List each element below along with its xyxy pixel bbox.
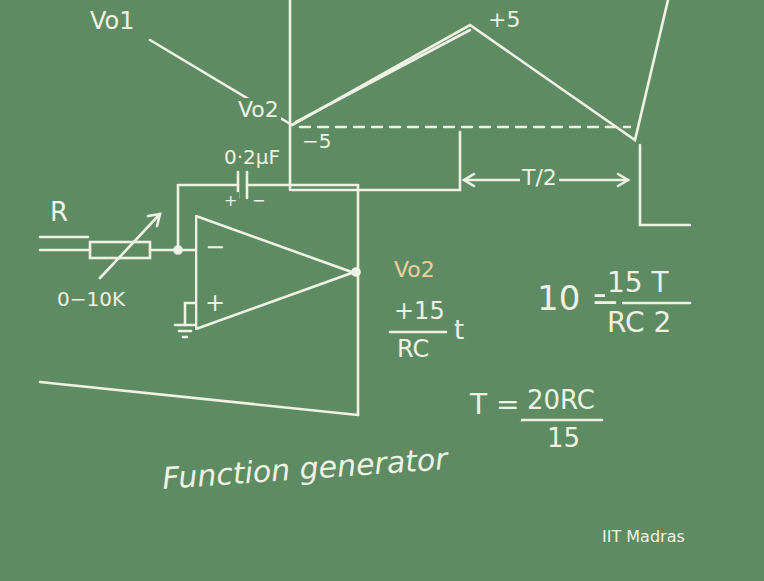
bottom-wire: [40, 382, 358, 415]
op-amp: −+: [195, 215, 355, 330]
ground-symbol: [183, 336, 187, 339]
input-wire: [40, 236, 88, 239]
equation-term: 15 T: [605, 268, 671, 299]
resistor-name: R: [48, 198, 70, 227]
equation-term: RC: [395, 336, 431, 362]
variable-arrow: [100, 214, 160, 278]
voltage-level: +5: [486, 8, 522, 32]
vo1-ramp: [150, 40, 292, 125]
ground-symbol: [179, 330, 191, 333]
period-label: T/2: [520, 166, 559, 190]
resistance-range: 0−10K: [55, 288, 127, 310]
ground-symbol: [175, 324, 195, 327]
fraction-bar: [390, 331, 446, 334]
equation-term: T =: [468, 390, 521, 421]
signal-name: Vo2: [392, 258, 437, 282]
polarity-mark: −: [250, 192, 267, 210]
voltage-level: −5: [300, 130, 333, 152]
triangle-wave-stroke: [296, 30, 470, 122]
equation-term: t: [452, 316, 466, 345]
watermark: IIT Madras: [600, 528, 687, 546]
input-wire: [150, 249, 195, 252]
feedback-wire: [247, 185, 358, 415]
arrow-head: [618, 174, 628, 186]
arrow-head: [464, 174, 474, 186]
polarity-mark: +: [222, 192, 239, 210]
junction-dot: [175, 247, 182, 254]
signal-name: Vo1: [88, 8, 137, 34]
arrow-head: [148, 214, 160, 226]
dashed-level: [300, 126, 630, 129]
input-wire: [40, 249, 90, 252]
circuit-title: Function generator: [159, 442, 450, 495]
op-amp-outline: [196, 216, 353, 329]
input-sign: −: [205, 235, 225, 259]
equation-term: +15: [392, 298, 447, 324]
equation-term: RC 2: [605, 308, 673, 339]
input-sign: +: [205, 291, 225, 315]
square-wave: [640, 145, 690, 225]
capacitance-value: 0·2μF: [222, 146, 282, 168]
equation-term: 15: [545, 424, 582, 453]
ground-wire: [185, 303, 195, 325]
signal-name: Vo2: [236, 98, 281, 122]
fraction-bar: [520, 419, 602, 422]
triangle-wave: [292, 0, 668, 140]
equation-term: 20RC: [525, 386, 597, 415]
axis-line: [289, 0, 292, 190]
